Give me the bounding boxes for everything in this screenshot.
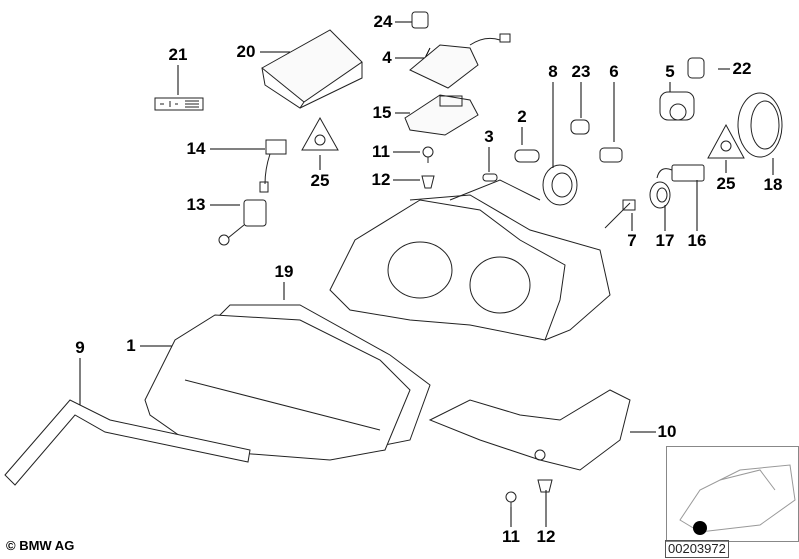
screw-11-bottom[interactable]	[505, 491, 517, 507]
label-9[interactable]: 9	[75, 338, 85, 357]
label-10[interactable]: 10	[657, 422, 677, 441]
label-4[interactable]: 4	[382, 48, 392, 67]
label-25[interactable]: 25	[310, 171, 330, 190]
vehicle-thumbnail	[666, 446, 799, 542]
label-1[interactable]: 1	[126, 336, 136, 355]
label-25-right[interactable]: 25	[716, 174, 736, 193]
leader-lines	[79, 21, 774, 527]
bulb-2[interactable]	[514, 149, 540, 163]
label-19[interactable]: 19	[274, 262, 294, 281]
connector-14[interactable]	[259, 139, 287, 193]
label-20[interactable]: 20	[236, 42, 256, 61]
label-11[interactable]: 11	[372, 142, 390, 161]
connector-22[interactable]	[687, 57, 705, 79]
ballast-16[interactable]	[656, 164, 705, 182]
label-18[interactable]: 18	[763, 175, 783, 194]
warning-triangle-right[interactable]	[707, 123, 745, 159]
nut-12[interactable]	[421, 175, 435, 189]
label-24[interactable]: 24	[373, 12, 393, 31]
label-21[interactable]: 21	[168, 45, 188, 64]
ignition-module[interactable]	[409, 11, 511, 89]
igniter-5[interactable]	[659, 91, 695, 121]
label-22[interactable]: 22	[732, 59, 752, 78]
label-8[interactable]: 8	[548, 62, 558, 81]
label-12-bottom[interactable]: 12	[536, 527, 556, 546]
label-5[interactable]: 5	[665, 62, 675, 81]
label-3[interactable]: 3	[484, 127, 494, 146]
screw-11[interactable]	[422, 146, 434, 163]
headlight-housing[interactable]	[329, 179, 611, 341]
bulb-7[interactable]	[604, 199, 636, 229]
label-2[interactable]: 2	[517, 107, 527, 126]
label-15[interactable]: 15	[372, 103, 392, 122]
label-13[interactable]: 13	[186, 195, 206, 214]
ring-17[interactable]	[649, 181, 671, 209]
car-location-icon	[679, 464, 796, 533]
label-6[interactable]: 6	[609, 62, 619, 81]
bulb-6[interactable]	[599, 147, 623, 163]
warning-triangle-left[interactable]	[301, 116, 339, 151]
bracket-10[interactable]	[428, 389, 631, 471]
parts-box[interactable]	[261, 29, 363, 109]
label-23[interactable]: 23	[571, 62, 591, 81]
trim-strip-9[interactable]	[4, 399, 251, 486]
cover-18[interactable]	[737, 92, 783, 158]
location-marker	[693, 521, 707, 535]
nut-12-bottom[interactable]	[537, 479, 553, 493]
copyright: © BMW AG	[6, 538, 75, 553]
label-7[interactable]: 7	[627, 231, 637, 250]
cap-8[interactable]	[542, 164, 578, 206]
bulb-3[interactable]	[482, 173, 498, 182]
bulb-holder-23[interactable]	[570, 119, 590, 135]
label-11-bottom[interactable]: 11	[502, 527, 520, 546]
label-12[interactable]: 12	[371, 170, 391, 189]
label-16[interactable]: 16	[687, 231, 707, 250]
warning-label-plate[interactable]	[154, 97, 204, 111]
label-14[interactable]: 14	[186, 139, 206, 158]
control-unit[interactable]	[404, 94, 479, 136]
reference-number: 00203972	[665, 540, 729, 558]
label-17[interactable]: 17	[655, 231, 675, 250]
bulb-13[interactable]	[218, 199, 267, 246]
